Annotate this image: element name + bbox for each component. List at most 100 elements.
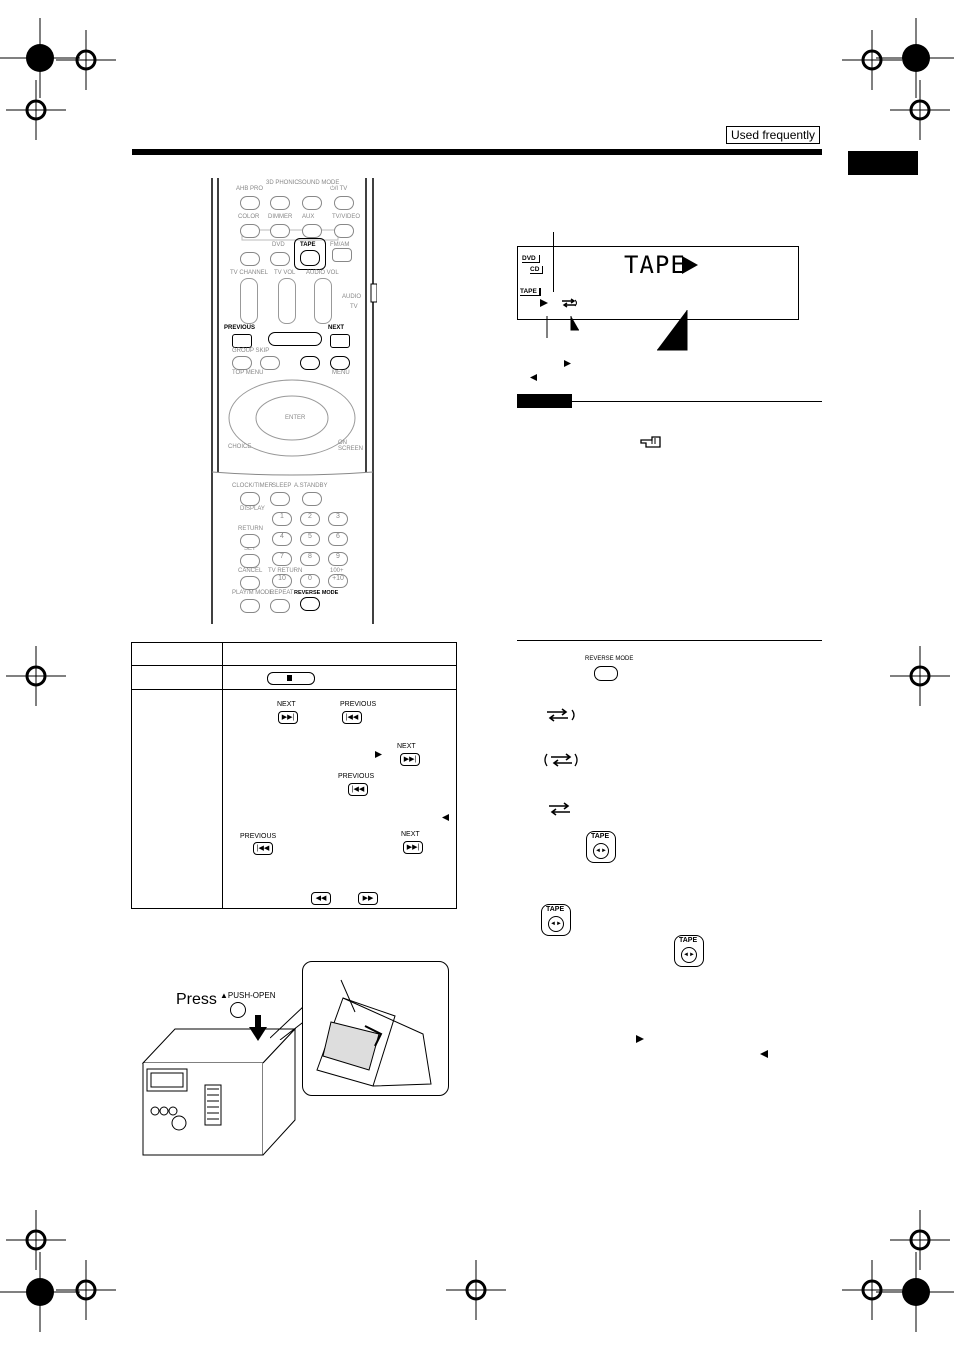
- number-button[interactable]: 3: [328, 512, 348, 526]
- remote-label: AHB PRO: [236, 186, 264, 192]
- number-button[interactable]: +10: [328, 574, 348, 588]
- remote-button[interactable]: [270, 196, 290, 210]
- remote-label: 100+: [330, 568, 344, 574]
- number-button[interactable]: 8: [300, 552, 320, 566]
- remote-button[interactable]: [302, 224, 322, 238]
- remote-button[interactable]: [302, 196, 322, 210]
- reverse-mode-button[interactable]: [594, 666, 618, 681]
- number-button[interactable]: 6: [328, 532, 348, 546]
- display-callout-line: [553, 232, 554, 292]
- remote-button[interactable]: [270, 599, 290, 613]
- remote-label: TV: [350, 304, 358, 310]
- next-button: ▶▶|: [278, 711, 298, 724]
- table-column-divider: [222, 643, 223, 908]
- next-label: NEXT: [328, 325, 345, 331]
- stop-button[interactable]: [268, 332, 322, 346]
- number-button[interactable]: 9: [328, 552, 348, 566]
- operation-table: NEXT ▶▶| PREVIOUS |◀◀ NEXT ▶▶| PREVIOUS …: [131, 642, 457, 909]
- remote-button[interactable]: [260, 356, 280, 370]
- table-rule: [132, 689, 456, 690]
- registration-mark: [0, 1252, 80, 1332]
- registration-mark: [876, 1252, 954, 1332]
- tape-button-circle: ◄►: [548, 916, 564, 932]
- remote-button[interactable]: [240, 554, 260, 568]
- stop-icon: [287, 675, 292, 681]
- tape-indicator: TAPE: [520, 288, 541, 296]
- previous-button: |◀◀: [253, 842, 273, 855]
- remote-button[interactable]: [240, 599, 260, 613]
- forward-arrow-icon: [375, 751, 382, 758]
- header-rule: [132, 149, 822, 155]
- remote-label: AUX: [302, 214, 315, 220]
- remote-label: RETURN: [238, 526, 263, 532]
- reverse-mode-icon: [544, 753, 578, 767]
- reverse-arrow-icon: [442, 814, 449, 821]
- remote-button[interactable]: [334, 196, 354, 210]
- number-button[interactable]: 10: [272, 574, 292, 588]
- unit-illustration: [141, 1015, 297, 1156]
- remote-button[interactable]: [240, 534, 260, 548]
- tape-button[interactable]: [300, 250, 320, 266]
- registration-mark: [890, 646, 950, 706]
- remote-label: CLOCK/TIMER: [232, 483, 274, 489]
- remote-button[interactable]: [240, 224, 260, 238]
- reverse-arrow-icon: [530, 374, 537, 381]
- tape-button[interactable]: TAPE ◄►: [586, 831, 616, 863]
- play-forward-icon: [682, 256, 698, 274]
- tape-label: TAPE: [679, 937, 698, 944]
- remote-button[interactable]: [240, 252, 260, 266]
- section-tab: [848, 151, 918, 175]
- remote-button[interactable]: [270, 492, 290, 506]
- remote-button[interactable]: [270, 252, 290, 266]
- numpad: 1 2 3 4 5 6 7 8 9 10 0 +10: [266, 508, 356, 588]
- registration-mark: [842, 1260, 902, 1320]
- number-button[interactable]: 2: [300, 512, 320, 526]
- push-open-button[interactable]: [230, 1002, 246, 1018]
- remote-button[interactable]: [240, 576, 260, 590]
- rewind-button[interactable]: [300, 356, 320, 370]
- number-button[interactable]: 0: [300, 574, 320, 588]
- remote-label: ⏻/I TV: [330, 186, 348, 192]
- section-badge: Used frequently: [726, 126, 821, 144]
- tape-button[interactable]: TAPE ◄►: [541, 904, 571, 936]
- tv-channel-rocker[interactable]: [240, 278, 258, 324]
- number-button[interactable]: 4: [272, 532, 292, 546]
- tape-label: TAPE: [300, 242, 316, 248]
- remote-label: TV VOL: [274, 270, 296, 276]
- remote-label: AUDIO: [342, 294, 362, 300]
- remote-button[interactable]: [332, 248, 352, 262]
- previous-button: |◀◀: [342, 711, 362, 724]
- remote-button[interactable]: [240, 492, 260, 506]
- remote-button[interactable]: [302, 492, 322, 506]
- remote-label: DISPLAY: [240, 506, 265, 512]
- fast-forward-button[interactable]: [330, 356, 350, 370]
- remote-button[interactable]: [334, 224, 354, 238]
- previous-label: PREVIOUS: [224, 325, 256, 331]
- remote-button[interactable]: [232, 356, 252, 370]
- number-button[interactable]: 7: [272, 552, 292, 566]
- tape-label: TAPE: [546, 906, 565, 913]
- remote-label: COLOR: [238, 214, 260, 220]
- remote-button[interactable]: [240, 196, 260, 210]
- remote-button[interactable]: [270, 224, 290, 238]
- tv-vol-rocker[interactable]: [278, 278, 296, 324]
- registration-mark: [6, 1210, 66, 1270]
- note-heading-rule: [572, 401, 822, 402]
- tape-button[interactable]: TAPE ◄►: [674, 935, 704, 967]
- previous-button[interactable]: [232, 334, 252, 348]
- push-open-label: ▲PUSH-OPEN: [220, 991, 276, 1000]
- display-callout-lines: [546, 310, 688, 351]
- audio-vol-rocker[interactable]: [314, 278, 332, 324]
- registration-mark: [446, 1260, 506, 1320]
- number-button[interactable]: 1: [272, 512, 292, 526]
- number-button[interactable]: 5: [300, 532, 320, 546]
- next-button[interactable]: [330, 334, 350, 348]
- registration-mark: [876, 18, 954, 98]
- table-rule: [132, 665, 456, 666]
- reverse-mode-icon: [547, 708, 575, 722]
- remote-label: DVD: [272, 242, 285, 248]
- reverse-mode-button[interactable]: [300, 597, 320, 611]
- previous-button: |◀◀: [348, 783, 368, 796]
- forward-arrow-icon: [540, 299, 548, 307]
- next-button: ▶▶|: [400, 753, 420, 766]
